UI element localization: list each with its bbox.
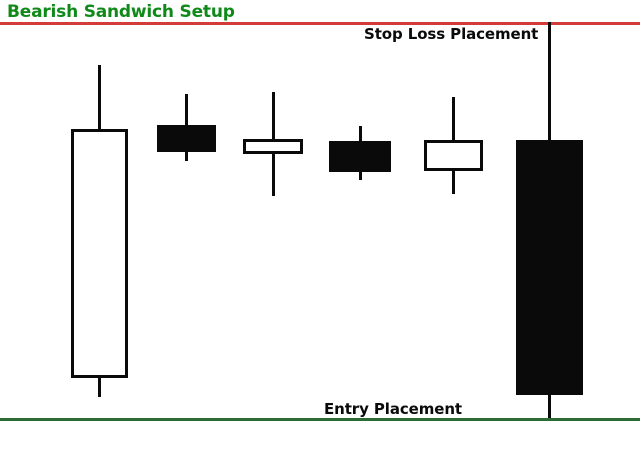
stop-loss-line [0,22,640,25]
entry-label: Entry Placement [324,400,462,418]
candle-2-body [157,125,216,152]
stop-loss-label: Stop Loss Placement [364,25,539,43]
candle-5-body [424,140,483,171]
candle-3-body [243,139,303,154]
candle-1-body [71,129,128,378]
entry-line [0,418,640,421]
page-title: Bearish Sandwich Setup [7,2,235,22]
candle-4-body [329,141,391,172]
candle-6-body [516,140,583,395]
